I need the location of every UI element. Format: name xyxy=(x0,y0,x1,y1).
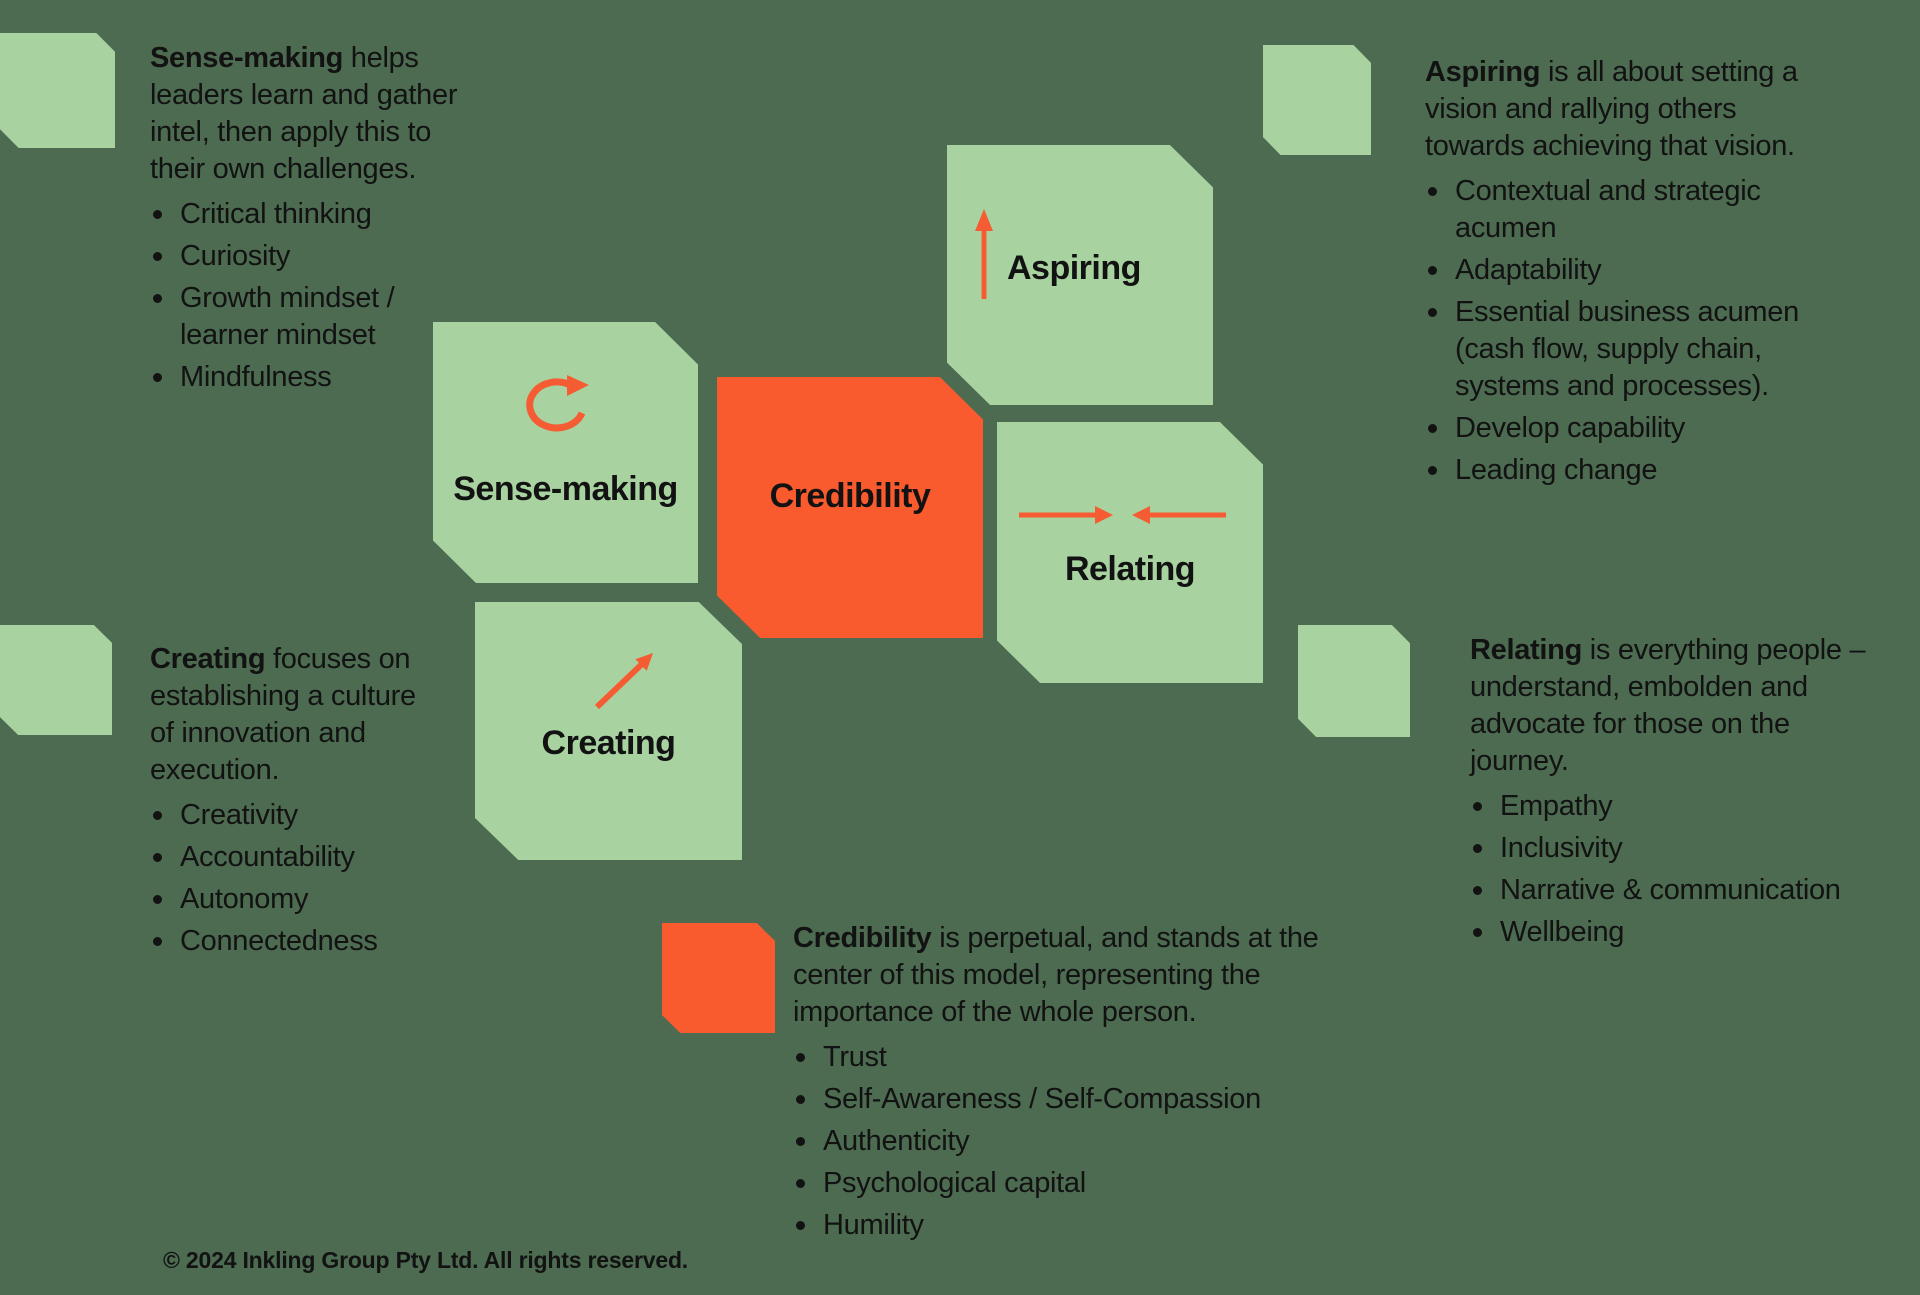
bullet-item: Inclusivity xyxy=(1470,830,1920,867)
description-paragraph: Credibility is perpetual, and stands at … xyxy=(793,922,1319,1028)
diagonal-up-arrow-icon xyxy=(594,653,653,710)
up-arrow-icon xyxy=(975,209,993,299)
description-paragraph: Relating is everything people – understa… xyxy=(1470,634,1866,777)
bullet-item: Growth mindset / learner mindset xyxy=(150,280,550,354)
relating-description: Relating is everything people – understa… xyxy=(1470,632,1920,951)
credibility-description: Credibility is perpetual, and stands at … xyxy=(793,920,1433,1244)
bullet-item: Curiosity xyxy=(150,238,550,275)
description-paragraph: Creating focuses on establishing a cultu… xyxy=(150,643,416,786)
square-label-sense-making: Sense-making xyxy=(453,470,678,508)
square-label-relating: Relating xyxy=(1064,550,1196,588)
bullet-item: Autonomy xyxy=(150,881,550,918)
bullet-item: Humility xyxy=(793,1207,1433,1244)
description-paragraph: Aspiring is all about setting a vision a… xyxy=(1425,56,1798,162)
bullet-list: Empathy Inclusivity Narrative & communic… xyxy=(1470,788,1920,951)
square-label-creating: Creating xyxy=(541,724,676,762)
deco-square-middle-left xyxy=(0,625,112,735)
bullet-item: Mindfulness xyxy=(150,359,550,396)
bullet-item: Trust xyxy=(793,1039,1433,1076)
bullet-item: Accountability xyxy=(150,839,550,876)
aspiring-square: Aspiring xyxy=(947,145,1213,405)
creating-square: Creating xyxy=(475,602,742,860)
bullet-item: Critical thinking xyxy=(150,196,550,233)
bullet-item: Leading change xyxy=(1425,452,1905,489)
bullet-list: Critical thinking Curiosity Growth minds… xyxy=(150,196,550,396)
bullet-item: Psychological capital xyxy=(793,1165,1433,1202)
description-paragraph: Sense-making helps leaders learn and gat… xyxy=(150,42,458,185)
deco-square-credibility xyxy=(662,923,775,1033)
bullet-item: Authenticity xyxy=(793,1123,1433,1160)
deco-square-top-left xyxy=(0,33,115,148)
credibility-square: Credibility xyxy=(717,377,983,638)
cycle-arrow-icon xyxy=(526,375,589,432)
bullet-item: Connectedness xyxy=(150,923,550,960)
bullet-item: Creativity xyxy=(150,797,550,834)
sense-making-square: Sense-making xyxy=(433,322,698,583)
deco-square-top-right xyxy=(1263,45,1371,155)
bullet-item: Adaptability xyxy=(1425,252,1905,289)
square-label-credibility: Credibility xyxy=(769,477,931,515)
creating-description: Creating focuses on establishing a cultu… xyxy=(150,641,550,960)
sense-making-description: Sense-making helps leaders learn and gat… xyxy=(150,40,550,396)
bullet-item: Essential business acumen (cash flow, su… xyxy=(1425,294,1905,405)
converging-arrows-icon xyxy=(1019,506,1226,524)
copyright-notice: © 2024 Inkling Group Pty Ltd. All rights… xyxy=(163,1247,688,1273)
relating-square: Relating xyxy=(997,422,1263,683)
bullet-item: Self-Awareness / Self-Compassion xyxy=(793,1081,1433,1118)
bullet-item: Contextual and strategic acumen xyxy=(1425,173,1905,247)
bullet-item: Wellbeing xyxy=(1470,914,1920,951)
bullet-list: Creativity Accountability Autonomy Conne… xyxy=(150,797,550,960)
aspiring-description: Aspiring is all about setting a vision a… xyxy=(1425,54,1905,489)
bullet-list: Contextual and strategic acumen Adaptabi… xyxy=(1425,173,1905,489)
bullet-item: Narrative & communication xyxy=(1470,872,1920,909)
bullet-item: Develop capability xyxy=(1425,410,1905,447)
bullet-list: Trust Self-Awareness / Self-Compassion A… xyxy=(793,1039,1433,1244)
deco-square-middle-right xyxy=(1298,625,1410,737)
bullet-item: Empathy xyxy=(1470,788,1920,825)
square-label-aspiring: Aspiring xyxy=(1007,249,1141,287)
